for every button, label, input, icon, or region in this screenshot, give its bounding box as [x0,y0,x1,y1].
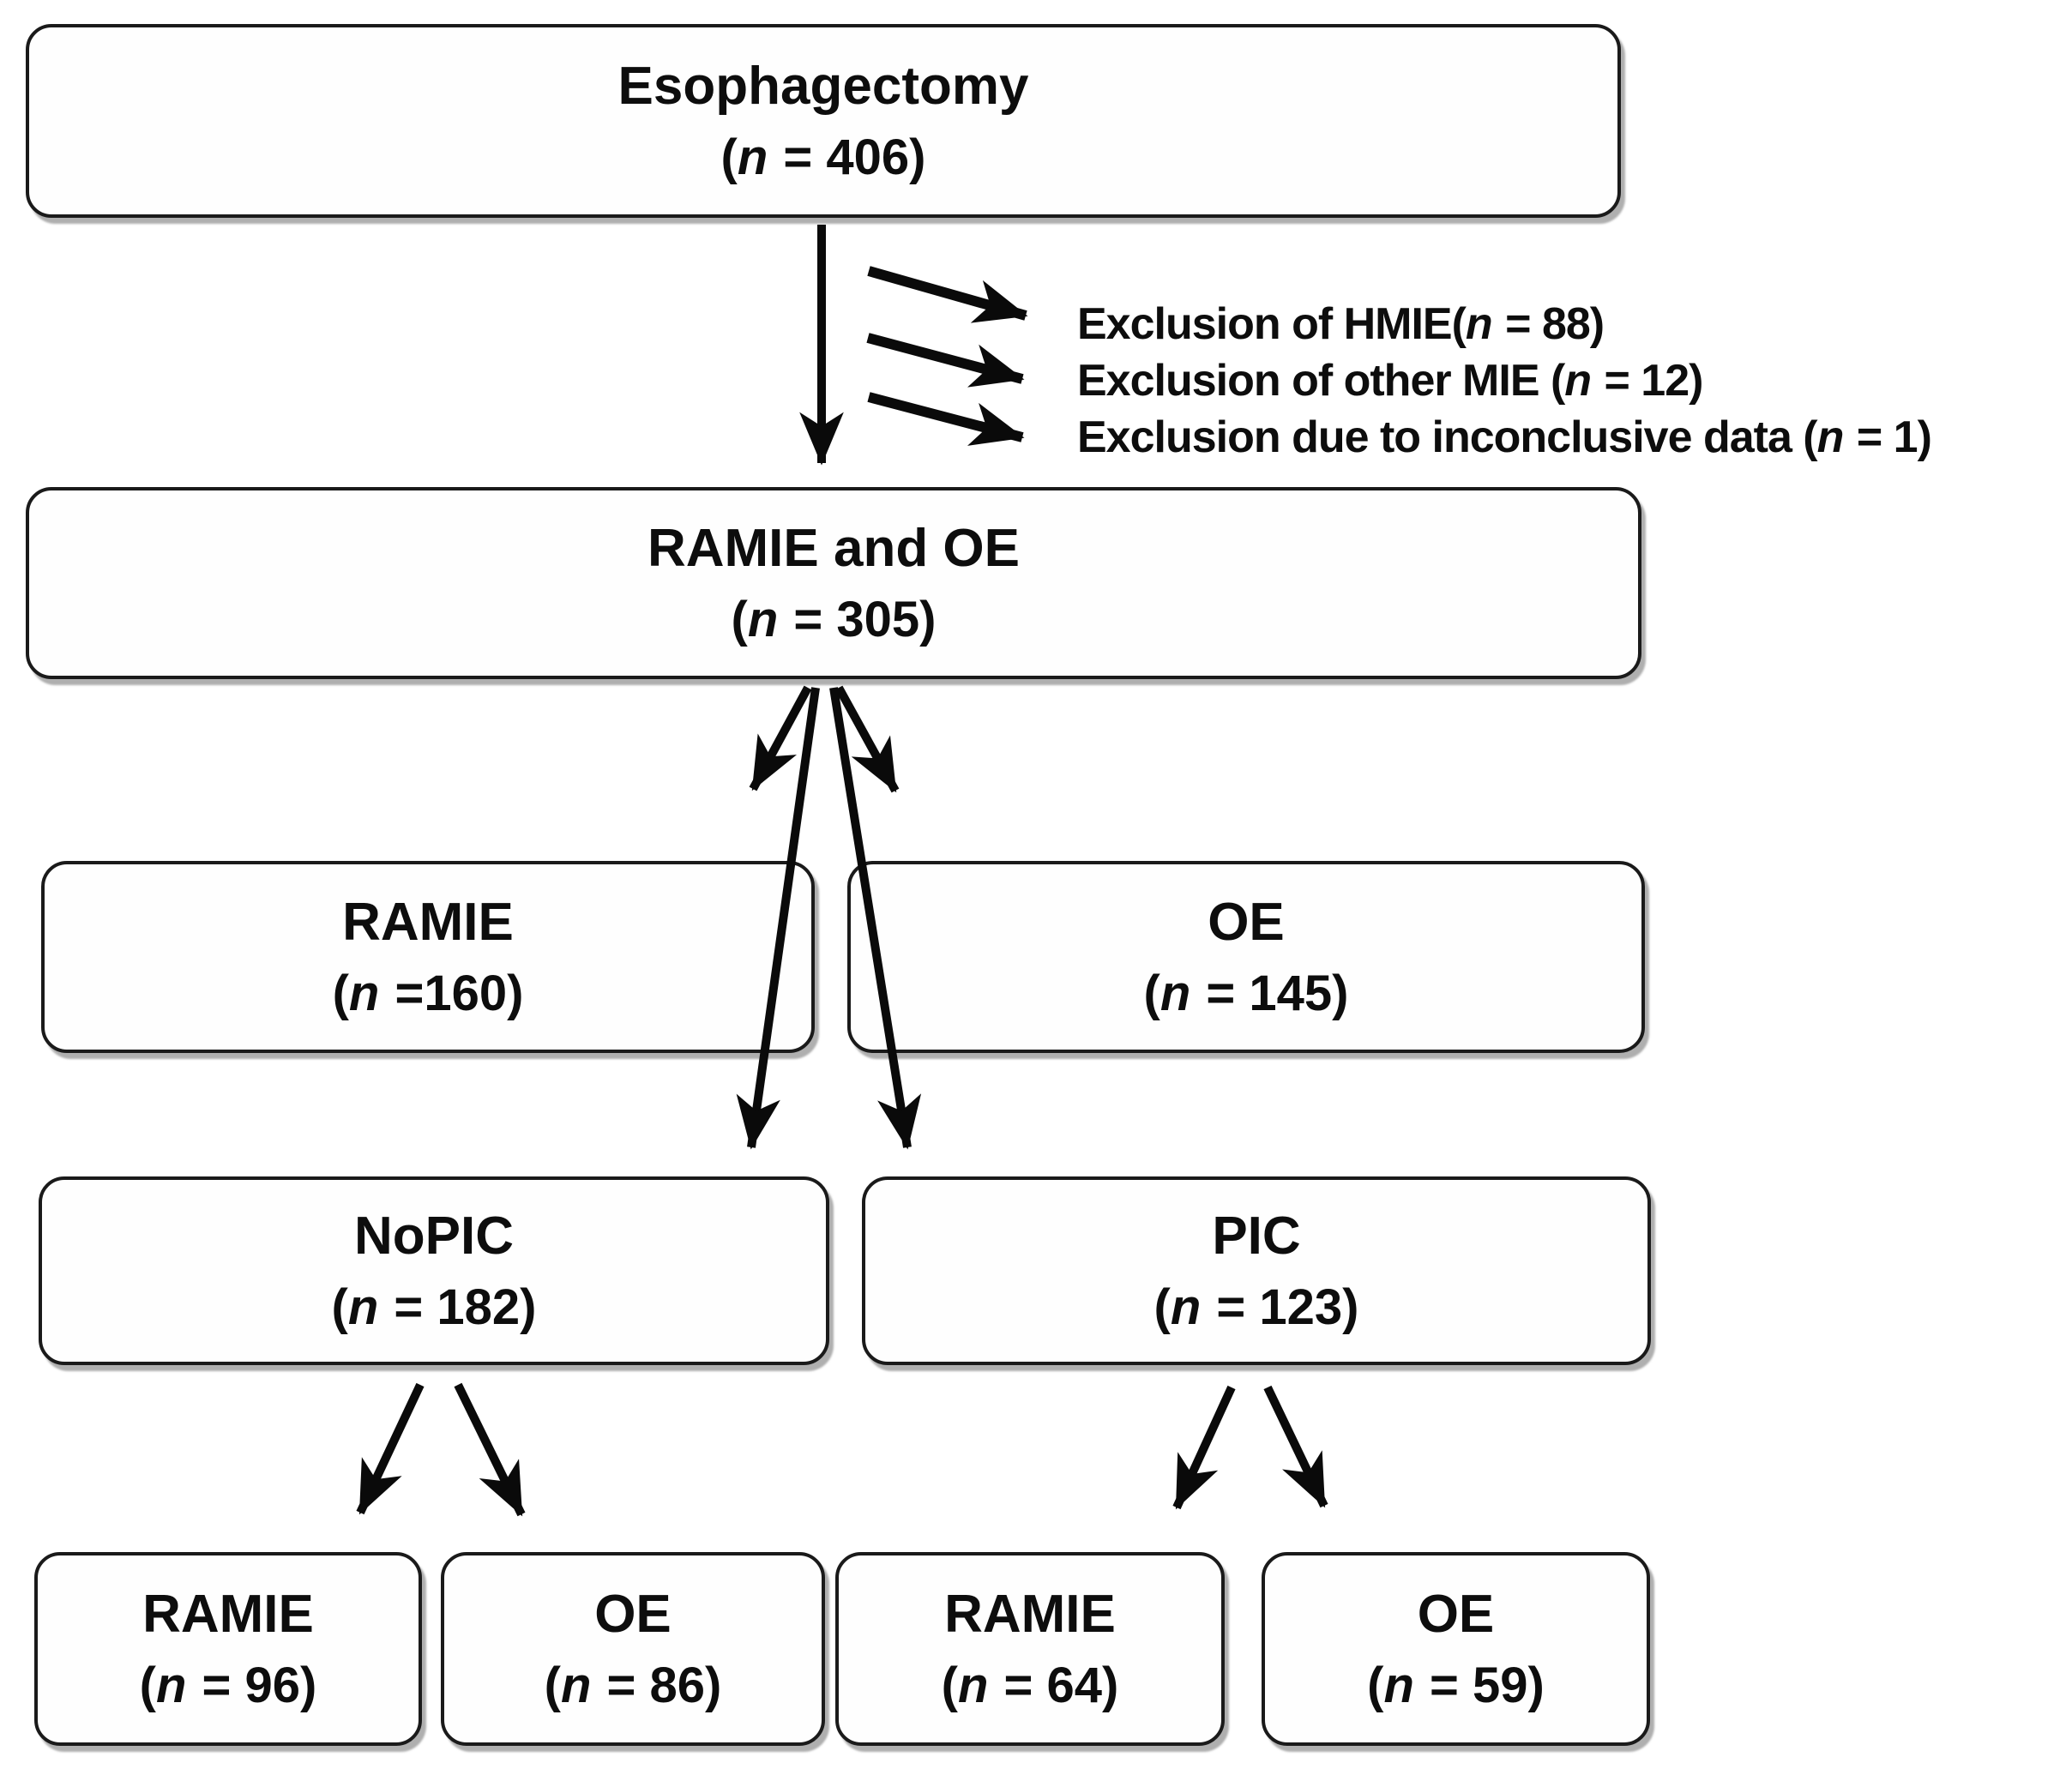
node-oe-86-label: OE [594,1585,672,1644]
node-pic: PIC (n = 123) [862,1176,1651,1365]
node-esophagectomy-count: (n = 406) [720,129,926,185]
node-ramie-64-label: RAMIE [944,1585,1116,1644]
n-variable: n [1816,412,1845,462]
node-oe-59-count: (n = 59) [1367,1658,1545,1713]
exclusion-inconclusive-data: Exclusion due to inconclusive data (n = … [1077,412,1932,462]
node-oe-145: OE (n = 145) [847,861,1645,1053]
n-variable: n [348,966,380,1021]
arrow-exclusion-hmie [867,266,1028,323]
arrow-ramie-oe-to-oe-145 [834,685,900,793]
node-ramie-160: RAMIE (n =160) [41,861,815,1053]
arrow-pic-to-ramie-64 [1172,1385,1236,1510]
n-variable: n [1383,1658,1414,1713]
node-ramie-96: RAMIE (n = 96) [34,1552,422,1746]
node-ramie-64-count: (n = 64) [941,1658,1119,1713]
node-ramie-and-oe: RAMIE and OE (n = 305) [26,487,1641,679]
exclusion-hmie: Exclusion of HMIE(n = 88) [1077,299,1605,349]
node-ramie-64: RAMIE (n = 64) [835,1552,1225,1746]
node-oe-59-label: OE [1417,1585,1495,1644]
arrow-exclusion-other-mie [866,333,1025,388]
node-oe-86-count: (n = 86) [544,1658,722,1713]
node-oe-145-label: OE [1208,893,1285,952]
node-pic-label: PIC [1212,1206,1301,1266]
n-variable: n [560,1658,592,1713]
arrow-nopic-to-oe-86 [454,1382,526,1517]
node-ramie-and-oe-count: (n = 305) [731,592,937,647]
node-nopic: NoPIC (n = 182) [39,1176,829,1365]
arrow-pic-to-oe-59 [1263,1385,1328,1508]
n-variable: n [347,1279,379,1335]
exclusion-other-mie: Exclusion of other MIE (n = 12) [1077,356,1703,406]
n-variable: n [1564,356,1592,406]
n-variable: n [155,1658,187,1713]
n-variable: n [1465,299,1493,349]
n-variable: n [957,1658,989,1713]
node-ramie-160-count: (n =160) [332,966,524,1021]
arrow-nopic-to-ramie-96 [356,1382,425,1515]
node-ramie-and-oe-label: RAMIE and OE [647,519,1021,578]
arrow-ramie-oe-to-ramie-160 [749,685,812,791]
n-variable: n [1159,966,1191,1021]
node-esophagectomy-label: Esophagectomy [617,57,1029,116]
node-nopic-label: NoPIC [354,1206,514,1266]
node-ramie-160-label: RAMIE [342,893,514,952]
node-ramie-96-count: (n = 96) [139,1658,317,1713]
arrow-exclusion-inconclusive [867,392,1025,446]
node-esophagectomy: Esophagectomy (n = 406) [26,24,1621,218]
node-oe-59: OE (n = 59) [1262,1552,1650,1746]
n-variable: n [737,129,768,185]
node-oe-145-count: (n = 145) [1143,966,1349,1021]
node-nopic-count: (n = 182) [331,1279,537,1335]
node-ramie-96-label: RAMIE [142,1585,314,1644]
node-oe-86: OE (n = 86) [441,1552,825,1746]
node-pic-count: (n = 123) [1153,1279,1359,1335]
n-variable: n [747,592,779,647]
n-variable: n [1170,1279,1202,1335]
